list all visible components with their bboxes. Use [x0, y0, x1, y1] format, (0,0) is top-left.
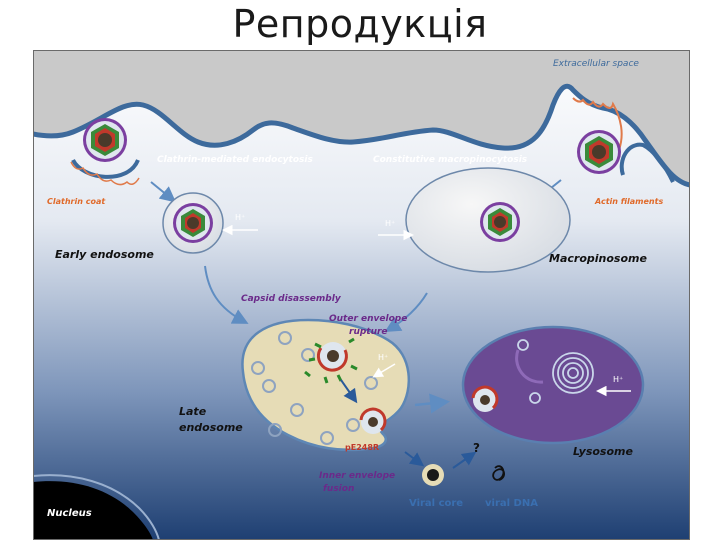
arrow-early-to-late — [204, 265, 249, 324]
late-endosome — [241, 318, 411, 452]
label-outer-envelope-1: Outer envelope — [329, 314, 407, 324]
label-lysosome: Lysosome — [573, 445, 633, 458]
label-late-endosome-2: endosome — [179, 421, 243, 434]
label-capsid-disassembly: Capsid disassembly — [241, 294, 342, 304]
lysosome — [461, 325, 645, 445]
macropinosome — [405, 167, 571, 273]
label-inner-envelope-2: fusion — [323, 484, 354, 494]
arrow-capsid-release — [340, 379, 358, 404]
label-extracellular-space: Extracellular space — [553, 59, 639, 69]
label-viral-dna: viral DNA — [485, 498, 538, 509]
arrow-to-early-endosome — [150, 181, 177, 203]
virus-clathrin-pit — [70, 118, 140, 186]
label-inner-envelope-1: Inner envelope — [319, 471, 395, 481]
label-pe248r: pE248R — [345, 443, 379, 452]
arrow-to-dna — [452, 451, 477, 469]
label-actin-filaments: Actin filaments — [594, 197, 663, 206]
label-proton-macro: H⁺ — [385, 219, 395, 228]
extracellular-space — [33, 50, 690, 185]
label-proton-lysosome: H⁺ — [613, 375, 623, 384]
label-clathrin-endocytosis: Clathrin-mediated endocytosis — [157, 155, 313, 165]
label-proton-late: H⁺ — [378, 353, 388, 362]
label-early-endosome: Early endosome — [55, 248, 154, 261]
nucleus — [33, 481, 153, 540]
viral-dna-strand — [492, 465, 505, 481]
slide-title: Репродукція — [232, 2, 488, 46]
label-clathrin-coat: Clathrin coat — [47, 197, 106, 206]
arrow-macro-to-late — [384, 292, 428, 333]
label-outer-envelope-2: rupture — [349, 327, 388, 337]
arrow-to-lysosome — [414, 393, 450, 414]
label-late-endosome-1: Late — [179, 405, 207, 418]
label-proton-early: H⁺ — [235, 213, 245, 222]
label-viral-core: Viral core — [409, 498, 463, 509]
label-nucleus: Nucleus — [47, 508, 92, 519]
viral-core — [422, 464, 444, 486]
label-question-mark: ? — [473, 441, 480, 455]
early-endosome — [162, 192, 224, 254]
arrow-to-viral-core — [404, 451, 425, 467]
macropinocytosis-ruffle — [619, 142, 675, 183]
virus-reproduction-diagram: Extracellular space Clathrin-mediated en… — [32, 50, 691, 541]
label-macropinocytosis: Constitutive macropinocytosis — [373, 155, 528, 165]
virus-actin — [572, 97, 623, 174]
arrow-proton-late — [372, 363, 396, 378]
label-macropinosome: Macropinosome — [549, 252, 647, 265]
clathrin-pit-membrane — [71, 158, 140, 179]
